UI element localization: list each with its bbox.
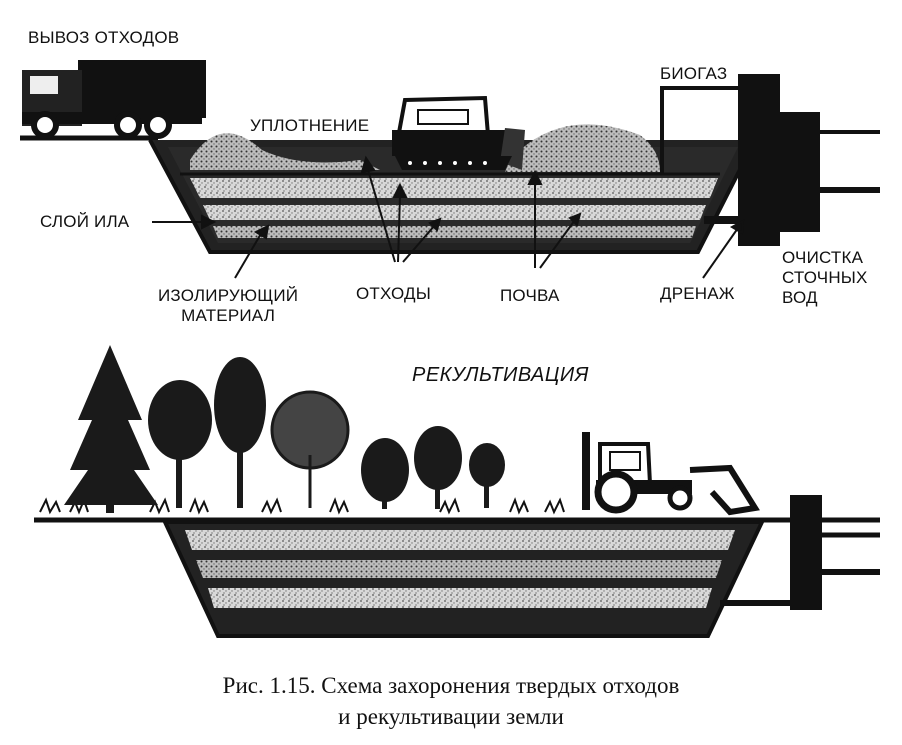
bottom-recultivation-section [34, 345, 880, 638]
recultivation-title: РЕКУЛЬТИВАЦИЯ [412, 364, 589, 386]
tree-icon [64, 345, 158, 513]
bulldozer-icon [392, 95, 525, 170]
label-pointers [152, 155, 745, 279]
label-biogas: БИОГАЗ [660, 64, 728, 83]
label-drainage: ДРЕНАЖ [660, 284, 735, 303]
label-compaction: УПЛОТНЕНИЕ [250, 116, 370, 135]
label-sludge-layer: СЛОЙ ИЛА [40, 212, 130, 231]
tree-icon [469, 443, 505, 508]
insulating-layer [213, 226, 696, 238]
tree-icon [148, 380, 212, 508]
tractor-icon [582, 432, 760, 516]
tree-icon [214, 357, 266, 508]
label-waste-removal: ВЫВОЗ ОТХОДОВ [28, 28, 180, 47]
tree-icon [414, 426, 462, 509]
grass [39, 497, 565, 515]
dump-truck-icon [22, 60, 206, 139]
biogas-pipe [660, 74, 880, 246]
label-wastewater-treatment: ОЧИСТКА СТОЧНЫХ ВОД [782, 248, 868, 307]
figure-caption-line2: и рекультивации земли [338, 704, 564, 729]
tree-icon [270, 390, 350, 508]
top-landfill-section [20, 60, 880, 279]
label-soil: ПОЧВА [500, 286, 560, 305]
sludge-layer [203, 205, 706, 220]
waste-mound-right [505, 124, 660, 172]
treatment-column [738, 74, 780, 246]
waste-layer [190, 178, 718, 198]
label-insulating-material: ИЗОЛИРУЮЩИЙ МАТЕРИАЛ [158, 286, 299, 325]
figure-caption-line1: Рис. 1.15. Схема захоронения твердых отх… [222, 673, 680, 698]
waste-mound-left [190, 133, 380, 170]
label-waste: ОТХОДЫ [356, 284, 431, 303]
tree-icon [361, 438, 409, 509]
